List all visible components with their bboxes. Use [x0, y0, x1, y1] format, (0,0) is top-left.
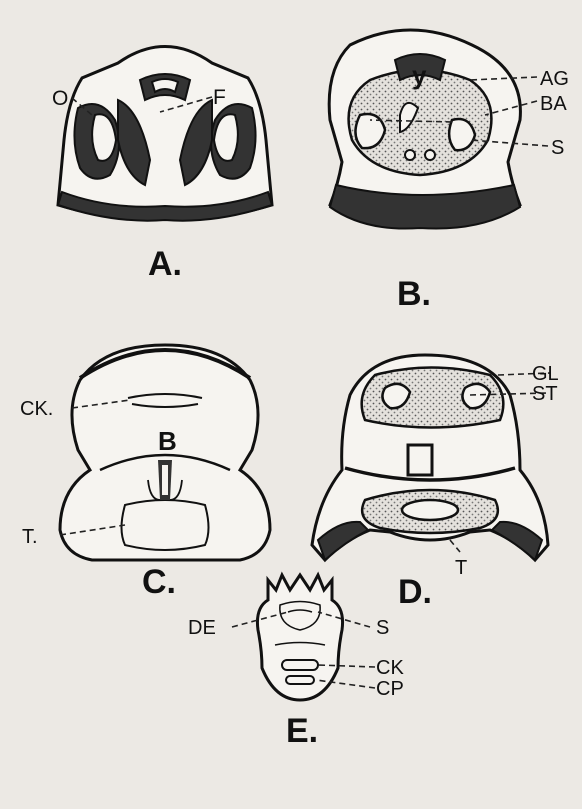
label-ck-c: CK. — [20, 398, 53, 420]
drawing-d — [312, 355, 548, 560]
label-f: F — [213, 86, 226, 109]
label-de: DE — [188, 617, 216, 639]
label-b-c: B — [158, 426, 177, 456]
label-gl: GL — [532, 363, 559, 385]
figure-label-d: D. — [398, 573, 432, 611]
figure-label-a: A. — [148, 245, 182, 283]
figure-label-c: C. — [142, 563, 176, 601]
figure-label-b: B. — [397, 275, 431, 313]
drawing-a — [58, 47, 272, 221]
label-t-c: T. — [22, 526, 38, 548]
label-s-b: S — [551, 137, 564, 159]
svg-text:y: y — [412, 60, 427, 90]
label-t-d: T — [455, 557, 467, 579]
label-st: ST — [532, 383, 558, 405]
label-o: O — [52, 87, 68, 110]
label-s-e: S — [376, 617, 389, 639]
label-ag: AG — [540, 68, 569, 90]
label-ck-e: CK — [376, 657, 404, 679]
label-ba: BA — [540, 93, 567, 115]
figure-label-e: E. — [286, 712, 318, 750]
label-cp: CP — [376, 678, 404, 700]
drawing-b: y — [329, 30, 520, 229]
